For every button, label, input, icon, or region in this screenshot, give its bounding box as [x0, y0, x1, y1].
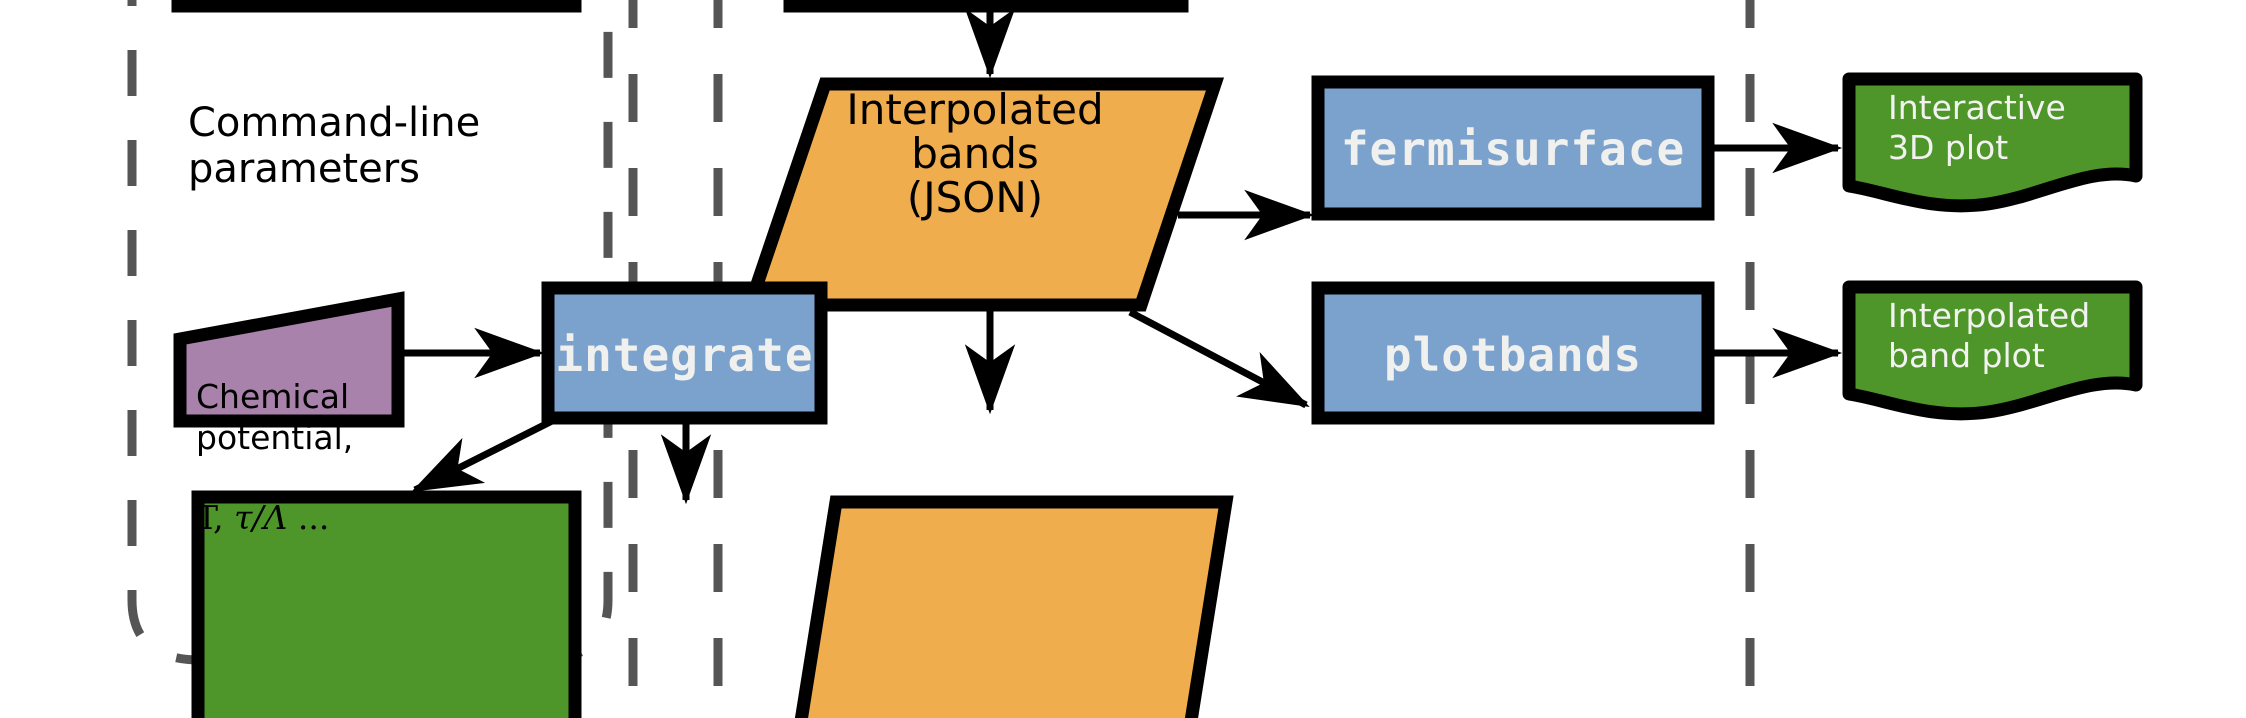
node-interpolated-band-plot — [1842, 280, 2143, 421]
edge-integrate-to-bottomgreen — [411, 416, 556, 494]
edge-bands-to-plotbands — [1128, 308, 1310, 409]
node-chemical-potential — [173, 291, 405, 428]
node-bottom-orange-partial — [794, 495, 1234, 718]
node-interpolated-bands — [740, 77, 1225, 312]
node-top-blue-partial — [783, 0, 1189, 13]
node-plotbands[interactable] — [1311, 281, 1715, 425]
node-top-purple-partial — [171, 0, 582, 13]
node-bottom-green-partial — [191, 490, 582, 718]
node-integrate[interactable] — [541, 281, 828, 425]
node-interactive-3d-plot — [1842, 72, 2143, 213]
node-fermisurface[interactable] — [1311, 75, 1715, 221]
